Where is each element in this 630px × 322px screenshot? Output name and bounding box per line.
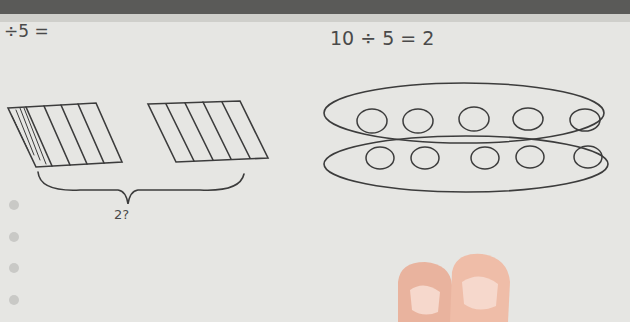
counters: [357, 107, 602, 169]
fraction-squares: [8, 101, 268, 204]
group-ovals: [324, 83, 608, 192]
binder-holes: [9, 200, 19, 305]
brace-label: 2?: [114, 208, 129, 222]
equation-text: ÷5 =: [4, 22, 49, 41]
top-shadow: [0, 0, 630, 14]
fingers: [398, 254, 510, 322]
paper-edge: [0, 14, 630, 22]
equation-text: 10 ÷ 5 = 2: [330, 28, 434, 49]
